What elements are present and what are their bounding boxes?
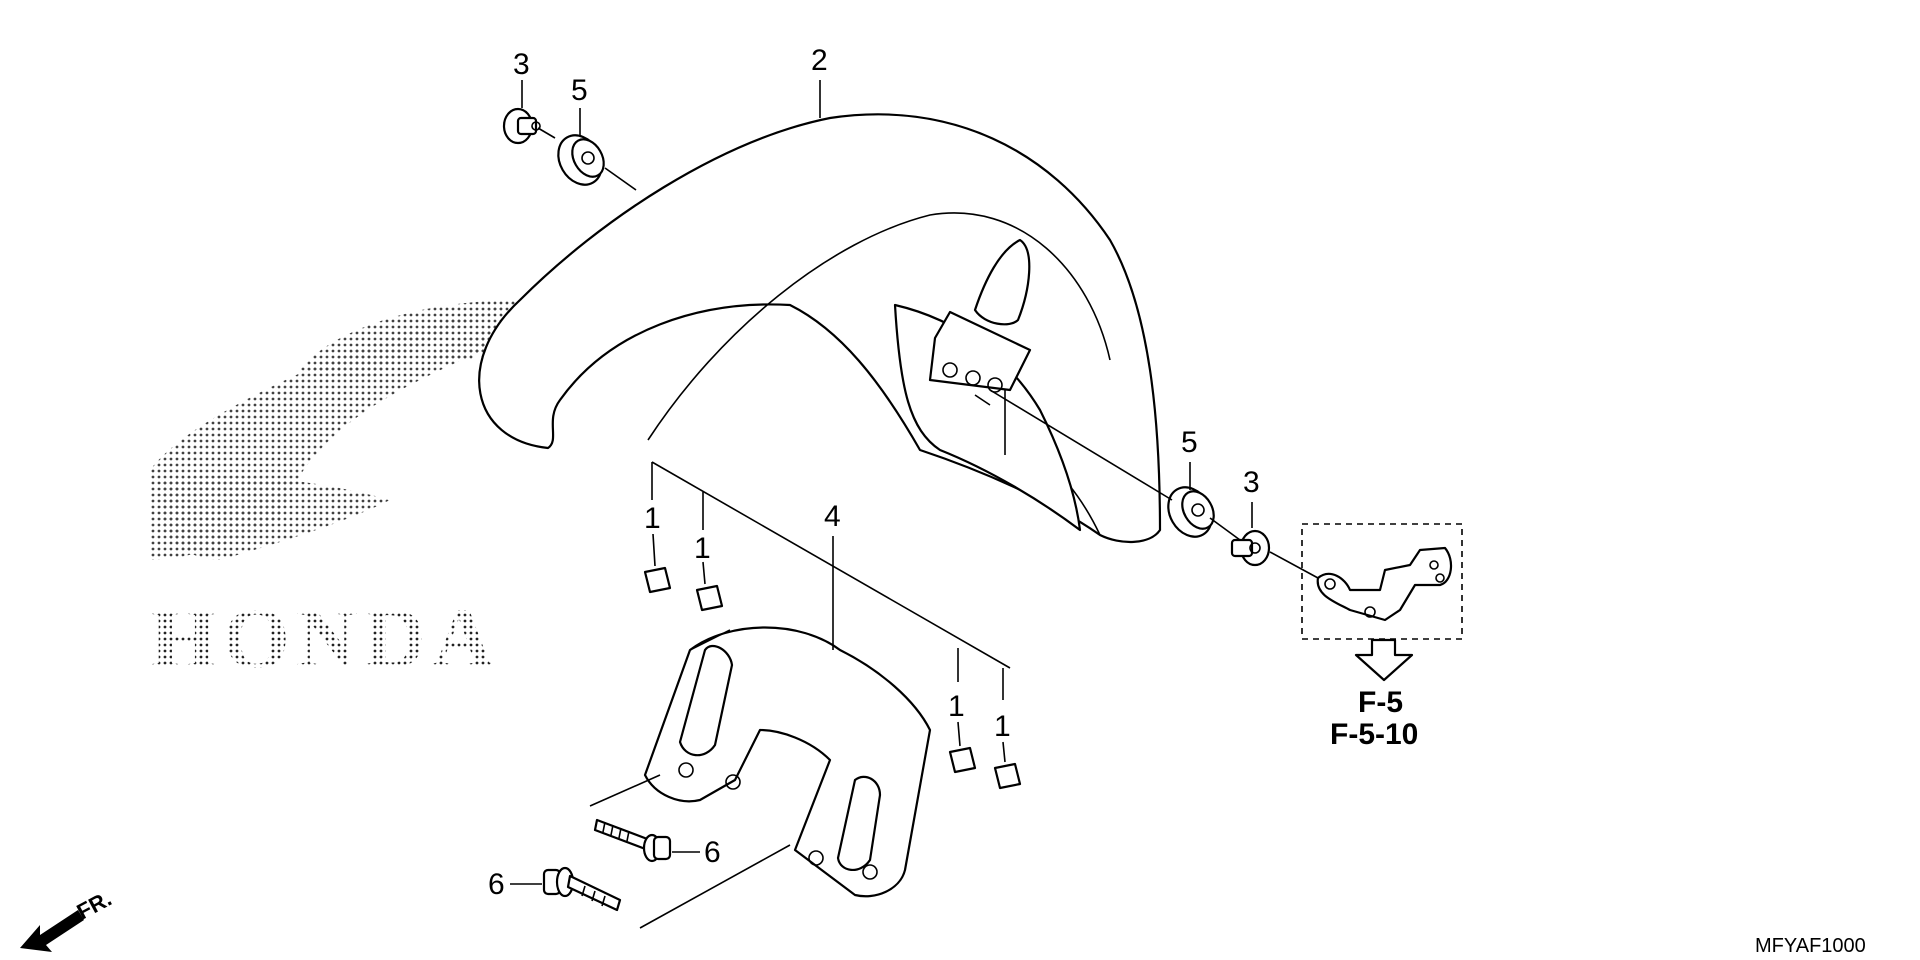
mounting-stay bbox=[1301, 523, 1463, 640]
grommet-left bbox=[557, 134, 605, 186]
flange-bolt-lower bbox=[542, 866, 622, 912]
reference-label-f5-10[interactable]: F-5-10 bbox=[1330, 718, 1418, 751]
collar-right bbox=[1230, 529, 1271, 567]
callout-3b: 3 bbox=[1243, 466, 1260, 499]
flange-bolt-upper bbox=[593, 818, 672, 863]
callout-3a: 3 bbox=[513, 48, 530, 81]
fender-brace bbox=[643, 626, 932, 898]
callout-6b: 6 bbox=[488, 868, 505, 901]
callout-1c: 1 bbox=[948, 690, 965, 723]
front-fender bbox=[478, 113, 1162, 544]
reference-label-f5[interactable]: F-5 bbox=[1358, 686, 1403, 719]
honda-watermark-text: HONDA bbox=[150, 590, 500, 686]
leader-lines bbox=[510, 80, 1319, 929]
front-direction-arrow-icon bbox=[20, 910, 84, 952]
callout-5a: 5 bbox=[571, 74, 588, 107]
callout-6a: 6 bbox=[704, 836, 721, 869]
reference-arrow-icon bbox=[1354, 638, 1414, 682]
diagram-code: MFYAF1000 bbox=[1755, 935, 1866, 957]
callout-1a: 1 bbox=[644, 502, 661, 535]
collar-left bbox=[502, 107, 541, 145]
callout-5b: 5 bbox=[1181, 426, 1198, 459]
callout-2: 2 bbox=[811, 44, 828, 77]
callout-1d: 1 bbox=[994, 710, 1011, 743]
callout-1b: 1 bbox=[694, 532, 711, 565]
grommet-right bbox=[1167, 486, 1215, 538]
clip-group bbox=[643, 566, 1022, 790]
callout-4: 4 bbox=[824, 500, 841, 533]
